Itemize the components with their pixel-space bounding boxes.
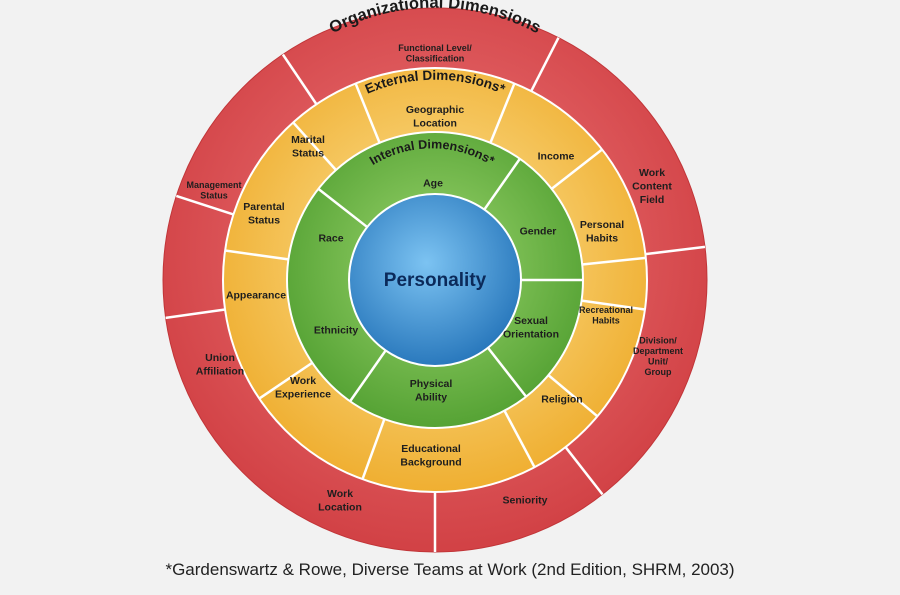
label-line: Location [318,501,362,513]
ring-divider-line [550,148,603,190]
label-line: Ethnicity [314,325,358,337]
label-line: Group [645,367,672,377]
label-line: Status [248,214,280,226]
label-line: Management [186,180,241,190]
internal-ring-dividers [317,158,583,402]
label-line: Habits [592,315,620,325]
label-line: Educational [401,443,461,455]
external-dimension-label: Appearance [226,290,286,302]
label-line: Orientation [503,328,559,340]
label-line: Geographic [406,104,465,116]
label-line: Age [423,178,443,190]
organizational-dimension-label: Functional Level/Classification [398,43,472,64]
label-line: Affiliation [196,365,244,377]
label-line: Religion [541,394,582,406]
label-line: Experience [275,388,331,400]
label-line: Gender [520,226,557,238]
label-line: Union [205,352,235,364]
ring-divider-line [281,53,318,105]
label-line: Income [538,151,575,163]
ring-divider-line [489,82,516,144]
label-line: Work [639,167,665,179]
label-line: Physical [410,378,453,390]
label-line: Content [632,181,672,193]
ring-divider-line [361,418,386,480]
ring-divider-line [354,82,381,144]
label-line: Department [633,346,683,356]
label-line: Ability [415,391,447,403]
label-line: Unit/ [648,356,668,366]
personality-core [348,193,522,367]
ring-divider-line [547,374,599,418]
label-line: Seniority [503,495,548,507]
ring-divider-line [564,446,604,496]
citation-text: *Gardenswartz & Rowe, Diverse Teams at W… [165,560,735,579]
internal-dimension-label: Age [423,178,443,190]
ring-divider-line [317,187,369,229]
organizational-dimension-label: Seniority [503,495,548,507]
label-line: Field [640,194,665,206]
label-line: Classification [406,53,465,63]
label-line: Race [318,233,343,245]
external-dimension-label: Religion [541,394,582,406]
label-line: Work [290,375,316,387]
label-line: Marital [291,134,325,146]
ring-divider-line [581,299,646,311]
label-line: Work [327,488,353,500]
label-line: Status [200,190,228,200]
label-line: Recreational [579,305,633,315]
internal-dimension-label: Race [318,233,343,245]
label-line: Location [413,117,457,129]
ring-divider-line [530,37,560,92]
diversity-wheel: Personality Organizational Dimensions Ex… [162,0,708,553]
label-line: Background [400,456,461,468]
label-line: Parental [243,201,285,213]
personality-label: Personality [384,270,487,291]
ring-divider-line [258,361,314,400]
external-ring-dividers [224,82,646,480]
organizational-ring-dividers [165,37,706,552]
label-line: Division/ [639,335,677,345]
external-dimension-label: Income [538,151,575,163]
ring-divider-line [175,194,234,216]
internal-dimension-label: Gender [520,226,557,238]
ring-divider-line [503,410,536,468]
ring-divider-line [582,256,646,266]
ring-divider-line [486,346,528,398]
label-line: Functional Level/ [398,43,472,53]
ring-divider-line [292,121,337,171]
label-line: Sexual [514,315,548,327]
internal-dimension-label: Ethnicity [314,325,358,337]
ring-divider-line [349,349,387,402]
ring-divider-line [483,158,521,211]
label-line: Appearance [226,290,286,302]
ring-divider-line [645,245,706,256]
ring-divider-line [224,249,289,261]
ring-divider-line [165,308,226,320]
label-line: Habits [586,232,618,244]
label-line: Personal [580,219,624,231]
label-line: Status [292,147,324,159]
